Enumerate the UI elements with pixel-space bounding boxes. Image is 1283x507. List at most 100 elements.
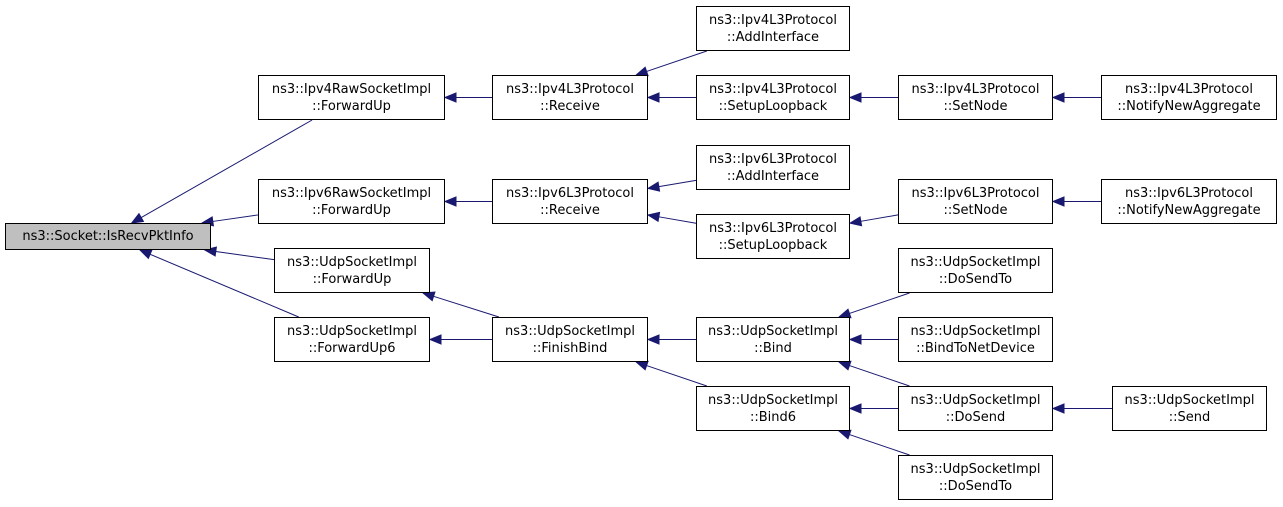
node-label-line1: ns3::Ipv6L3Protocol	[911, 185, 1040, 201]
node-ipv4l3protocol-setuploopback[interactable]: ns3::Ipv4L3Protocol ::SetupLoopback	[696, 75, 850, 120]
node-ipv4l3protocol-addinterface[interactable]: ns3::Ipv4L3Protocol ::AddInterface	[696, 6, 850, 51]
edge-udp_fwd-to-root	[215, 251, 275, 261]
node-ipv4l3protocol-receive[interactable]: ns3::Ipv4L3Protocol ::Receive	[492, 75, 648, 120]
arrowhead-icon	[646, 334, 660, 345]
node-label-line1: ns3::Ipv6L3Protocol	[506, 185, 634, 201]
node-label-line1: ns3::UdpSocketImpl	[708, 392, 838, 408]
node-label-line2: ::SetupLoopback	[718, 237, 828, 253]
node-udpsocketimpl-finishbind[interactable]: ns3::UdpSocketImpl ::FinishBind	[492, 317, 648, 362]
node-label-line1: ns3::UdpSocketImpl	[910, 461, 1041, 477]
arrowhead-icon	[1051, 196, 1065, 207]
arrowhead-icon	[848, 92, 862, 103]
node-label-line2: ::AddInterface	[726, 29, 820, 45]
node-label-line2: ::DoSendTo	[938, 271, 1013, 287]
edge-v6l3_addif-to-v6l3_recv	[658, 179, 697, 188]
arrowhead-icon	[837, 360, 852, 371]
arrowhead-icon	[443, 92, 457, 103]
node-label-line2: ::NotifyNewAggregate	[1117, 202, 1261, 218]
node-label-line2: ::SetNode	[943, 202, 1008, 218]
node-udpsocketimpl-forwardup[interactable]: ns3::UdpSocketImpl ::ForwardUp	[274, 248, 430, 293]
edge-udp_dosend-to-udp_bind	[849, 365, 910, 387]
arrowhead-icon	[443, 196, 457, 207]
arrowhead-icon	[428, 334, 442, 345]
edge-udp_dosendto1-to-udp_bind	[849, 292, 910, 314]
node-label-line2: ::SetupLoopback	[718, 98, 828, 114]
node-label-line2: ::Receive	[540, 98, 600, 114]
node-ipv4rawsocketimpl-forwardup[interactable]: ns3::Ipv4RawSocketImpl ::ForwardUp	[258, 75, 445, 120]
arrowhead-icon	[130, 212, 145, 224]
node-label-line1: ns3::UdpSocketImpl	[910, 392, 1041, 408]
node-udpsocketimpl-dosend[interactable]: ns3::UdpSocketImpl ::DoSend	[898, 386, 1053, 431]
node-label-line2: ::ForwardUp	[312, 202, 391, 218]
node-label-line1: ns3::Ipv6L3Protocol	[1125, 185, 1253, 201]
node-ipv6rawsocketimpl-forwardup[interactable]: ns3::Ipv6RawSocketImpl ::ForwardUp	[258, 179, 445, 224]
node-label-line1: ns3::Ipv4L3Protocol	[911, 81, 1040, 97]
node-udpsocketimpl-dosendto[interactable]: ns3::UdpSocketImpl ::DoSendTo	[898, 455, 1053, 500]
node-label-line2: ::ForwardUp	[312, 271, 392, 287]
node-label-line2: ::ForwardUp	[312, 98, 391, 114]
edge-v6l3_setnode-to-v6l3_loop	[860, 214, 899, 222]
node-label-line2: ::ForwardUp6	[308, 340, 396, 356]
node-label-line2: ::DoSend	[945, 409, 1006, 425]
node-label-line1: ns3::Ipv6RawSocketImpl	[271, 185, 432, 201]
arrowhead-icon	[848, 334, 862, 345]
node-ipv6l3protocol-addinterface[interactable]: ns3::Ipv6L3Protocol ::AddInterface	[696, 145, 850, 190]
node-ipv4l3protocol-setnode[interactable]: ns3::Ipv4L3Protocol ::SetNode	[898, 75, 1053, 120]
node-label-line1: ns3::Ipv4L3Protocol	[506, 81, 634, 97]
node-label-line1: ns3::UdpSocketImpl	[287, 323, 417, 339]
arrowhead-icon	[634, 360, 649, 371]
node-udpsocketimpl-bind6[interactable]: ns3::UdpSocketImpl ::Bind6	[696, 386, 850, 431]
node-label-line2: ::Receive	[540, 202, 600, 218]
node-label-line2: ::Bind	[754, 340, 792, 356]
arrowhead-icon	[421, 291, 436, 302]
node-label: ns3::Socket::IsRecvPktInfo	[22, 229, 194, 244]
arrowhead-icon	[646, 211, 661, 223]
node-label-line1: ns3::Ipv4L3Protocol	[1125, 81, 1253, 97]
node-label-line1: ns3::UdpSocketImpl	[910, 254, 1041, 270]
node-ipv6l3protocol-setuploopback[interactable]: ns3::Ipv6L3Protocol ::SetupLoopback	[696, 214, 850, 259]
node-label-line2: ::AddInterface	[726, 168, 820, 184]
node-label-line1: ns3::UdpSocketImpl	[910, 323, 1041, 339]
arrowhead-icon	[837, 429, 852, 440]
arrowhead-icon	[138, 249, 153, 260]
edge-udp_fwd6-to-root	[149, 253, 299, 318]
arrowhead-icon	[646, 92, 660, 103]
node-ipv6l3protocol-setnode[interactable]: ns3::Ipv6L3Protocol ::SetNode	[898, 179, 1053, 224]
node-udpsocketimpl-dosendto[interactable]: ns3::UdpSocketImpl ::DoSendTo	[898, 248, 1053, 293]
node-label-line2: ::FinishBind	[532, 340, 608, 356]
node-label-line1: ns3::Ipv6L3Protocol	[709, 220, 837, 236]
arrowhead-icon	[1051, 403, 1065, 414]
node-socket-isrecvpktinfo: ns3::Socket::IsRecvPktInfo	[5, 223, 211, 250]
node-label-line1: ns3::Ipv6L3Protocol	[709, 151, 837, 167]
edge-v4l3_addif-to-v4l3_recv	[646, 50, 707, 72]
arrowhead-icon	[848, 216, 863, 227]
node-ipv6l3protocol-notifynewaggregate[interactable]: ns3::Ipv6L3Protocol ::NotifyNewAggregate	[1101, 179, 1277, 224]
node-label-line1: ns3::Ipv4L3Protocol	[709, 81, 837, 97]
arrowhead-icon	[848, 403, 862, 414]
edge-v4raw_fwd-to-root	[140, 119, 313, 218]
node-label-line1: ns3::Ipv4RawSocketImpl	[271, 81, 432, 97]
edge-v6l3_loop-to-v6l3_recv	[658, 216, 697, 224]
node-udpsocketimpl-forwardup6[interactable]: ns3::UdpSocketImpl ::ForwardUp6	[274, 317, 430, 362]
edge-udp_bind6-to-udp_finish	[646, 365, 707, 387]
node-label-line2: ::BindToNetDevice	[916, 340, 1035, 356]
node-label-line2: ::Send	[1168, 409, 1211, 425]
edge-udp_finish-to-udp_fwd	[433, 295, 500, 318]
node-udpsocketimpl-send[interactable]: ns3::UdpSocketImpl ::Send	[1112, 386, 1267, 431]
node-label-line2: ::NotifyNewAggregate	[1117, 98, 1261, 114]
arrowhead-icon	[646, 181, 661, 192]
node-label-line1: ns3::UdpSocketImpl	[1124, 392, 1255, 408]
node-ipv6l3protocol-receive[interactable]: ns3::Ipv6L3Protocol ::Receive	[492, 179, 648, 224]
edge-v6raw_fwd-to-root	[212, 214, 259, 222]
node-label-line2: ::Bind6	[749, 409, 797, 425]
node-label-line1: ns3::UdpSocketImpl	[287, 254, 417, 270]
node-label-line1: ns3::UdpSocketImpl	[708, 323, 838, 339]
node-udpsocketimpl-bindtonetdevice[interactable]: ns3::UdpSocketImpl ::BindToNetDevice	[898, 317, 1053, 362]
node-ipv4l3protocol-notifynewaggregate[interactable]: ns3::Ipv4L3Protocol ::NotifyNewAggregate	[1101, 75, 1277, 120]
node-label-line1: ns3::Ipv4L3Protocol	[709, 12, 837, 28]
node-label-line2: ::DoSendTo	[938, 478, 1013, 494]
arrowhead-icon	[1051, 92, 1065, 103]
node-udpsocketimpl-bind[interactable]: ns3::UdpSocketImpl ::Bind	[696, 317, 850, 362]
edge-udp_dosendto2-to-udp_bind6	[849, 434, 910, 456]
